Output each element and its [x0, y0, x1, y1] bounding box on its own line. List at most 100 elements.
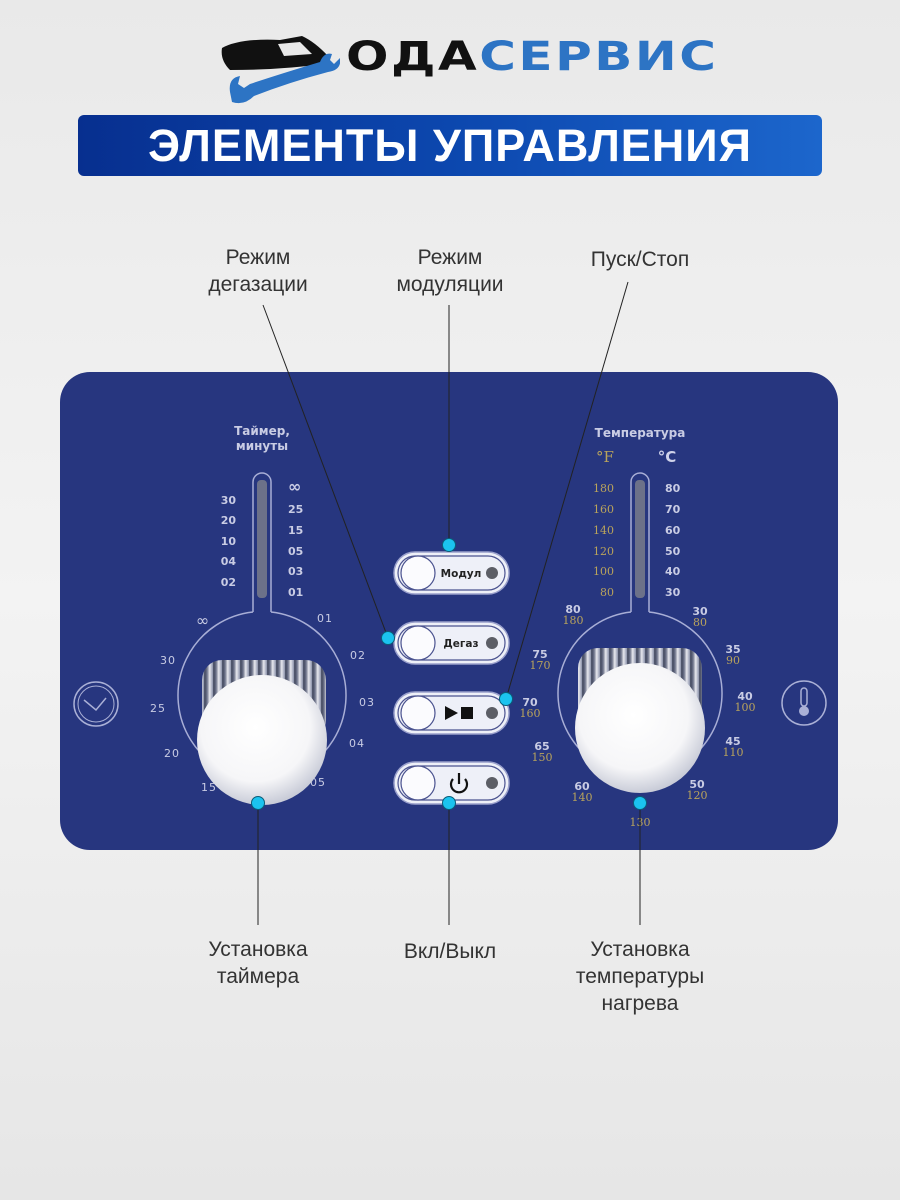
fahrenheit-ladder-label: 80 [600, 586, 614, 599]
temp-dial-fahrenheit: 180 [563, 614, 584, 627]
timer-title-line2: минуты [236, 439, 288, 453]
led-indicator-icon [486, 567, 498, 579]
button-inner-outline [397, 555, 506, 591]
timer-ladder-label: 01 [288, 586, 303, 599]
celsius-ladder-label: 50 [665, 545, 681, 558]
logo: ОДАСЕРВИС [220, 30, 716, 110]
unit-fahrenheit: °F [596, 448, 614, 466]
modul-button-label: Модул [441, 568, 482, 580]
timer-ladder-label: 25 [288, 503, 303, 516]
power-button[interactable] [393, 761, 510, 805]
timer-title-line1: Таймер, [234, 424, 290, 438]
led-indicator-icon [486, 637, 498, 649]
play-icon [445, 706, 458, 720]
temp-dial-fahrenheit: 110 [723, 746, 744, 759]
temperature-title: Температура [595, 426, 686, 440]
start-stop-button[interactable] [393, 691, 510, 735]
thermometer-icon [781, 680, 827, 726]
fahrenheit-ladder-label: 160 [593, 503, 614, 516]
timer-ladder-label: 20 [221, 514, 237, 527]
stop-icon [461, 707, 473, 719]
fahrenheit-ladder-label: 120 [593, 545, 614, 558]
degas-button[interactable]: Дегаз [393, 621, 510, 665]
temp-dial-celsius: 65 [534, 740, 549, 753]
callout-temp-set: Установка температуры нагрева [530, 936, 750, 1017]
temp-dial-celsius: 75 [532, 648, 547, 661]
callout-start-stop: Пуск/Стоп [590, 248, 690, 271]
temp-dial-fahrenheit: 90 [726, 654, 740, 667]
callout-timer-line1: Установка [208, 938, 308, 961]
timer-dial-label: 30 [160, 654, 176, 667]
timer-dial-label: 04 [349, 737, 365, 750]
timer-dial-label: 25 [150, 702, 166, 715]
unit-celsius: °C [658, 448, 677, 466]
temp-dial-celsius: 50 [689, 778, 705, 791]
callout-dots [251, 538, 647, 810]
power-icon [449, 778, 469, 794]
timer-ladder-label: 05 [288, 545, 303, 558]
temperature-knob[interactable] [575, 648, 705, 793]
temp-dial-fahrenheit: 150 [532, 751, 553, 764]
callout-temp-line1: Установка [590, 938, 690, 961]
temp-dial-fahrenheit: 80 [693, 616, 707, 629]
callout-temp-line2: температуры [575, 965, 705, 988]
button-press-circle [400, 625, 436, 661]
button-press-circle [400, 695, 436, 731]
callout-power: Вкл/Выкл [403, 940, 497, 963]
page-title: ЭЛЕМЕНТЫ УПРАВЛЕНИЯ [78, 115, 822, 176]
callout-lines [257, 281, 641, 925]
temp-dial-celsius: 35 [725, 643, 740, 656]
timer-ladder-label: 30 [221, 494, 237, 507]
temp-dial-celsius: 60 [574, 780, 590, 793]
callout-temp-line3: нагрева [601, 992, 679, 1015]
timer-knob[interactable] [197, 660, 327, 805]
fahrenheit-ladder-label: 100 [593, 565, 614, 578]
fahrenheit-ladder-label: 140 [593, 524, 614, 537]
callout-timer-line2: таймера [216, 965, 300, 988]
celsius-ladder-label: 40 [665, 565, 681, 578]
logo-text-oda: ОДА [346, 34, 480, 80]
callout-modulation-line2: модуляции [396, 273, 504, 296]
temp-dial-celsius: 40 [737, 690, 753, 703]
degas-button-label: Дегаз [443, 638, 478, 650]
timer-dial-label: 01 [317, 612, 333, 625]
car-wrench-logo-icon [221, 36, 341, 104]
logo-text-service: СЕРВИС [479, 34, 719, 80]
modul-button[interactable]: Модул [393, 551, 510, 595]
timer-ladder-label: ∞ [288, 477, 301, 496]
celsius-ladder-label: 80 [665, 482, 681, 495]
temp-dial-fahrenheit: 120 [687, 789, 708, 802]
celsius-ladder-label: 60 [665, 524, 681, 537]
timer-ladder-label: 04 [221, 555, 237, 568]
clock-icon [73, 681, 119, 727]
timer-ladder-label: 03 [288, 565, 303, 578]
led-indicator-icon [486, 777, 498, 789]
temperature-led-ladder [635, 480, 645, 598]
temp-dial-fahrenheit: 140 [572, 791, 593, 804]
celsius-ladder-label: 30 [665, 586, 681, 599]
timer-dial-label: 15 [201, 781, 217, 794]
callout-degas-line1: Режим [225, 246, 291, 269]
temp-dial-celsius: 70 [522, 696, 538, 709]
callout-degas-line2: дегазации [208, 273, 308, 296]
led-indicator-icon [486, 707, 498, 719]
celsius-ladder-label: 70 [665, 503, 681, 516]
button-press-circle [400, 555, 436, 591]
temp-dial-fahrenheit: 100 [735, 701, 756, 714]
timer-dial-label: 20 [164, 747, 180, 760]
button-press-circle [400, 765, 436, 801]
timer-ladder-label: 10 [221, 535, 237, 548]
callout-modulation-line1: Режим [417, 246, 483, 269]
temp-dial-celsius: 45 [725, 735, 740, 748]
callout-degas: Режим дегазации [148, 244, 368, 298]
temp-dial-celsius: 80 [565, 603, 581, 616]
timer-dial-label: ∞ [196, 611, 210, 630]
button-inner-outline [397, 695, 506, 731]
button-inner-outline [397, 625, 506, 661]
timer-ladder-label: 15 [288, 524, 303, 537]
temp-dial-fahrenheit: 160 [520, 707, 541, 720]
callout-modulation: Режим модуляции [340, 244, 560, 298]
